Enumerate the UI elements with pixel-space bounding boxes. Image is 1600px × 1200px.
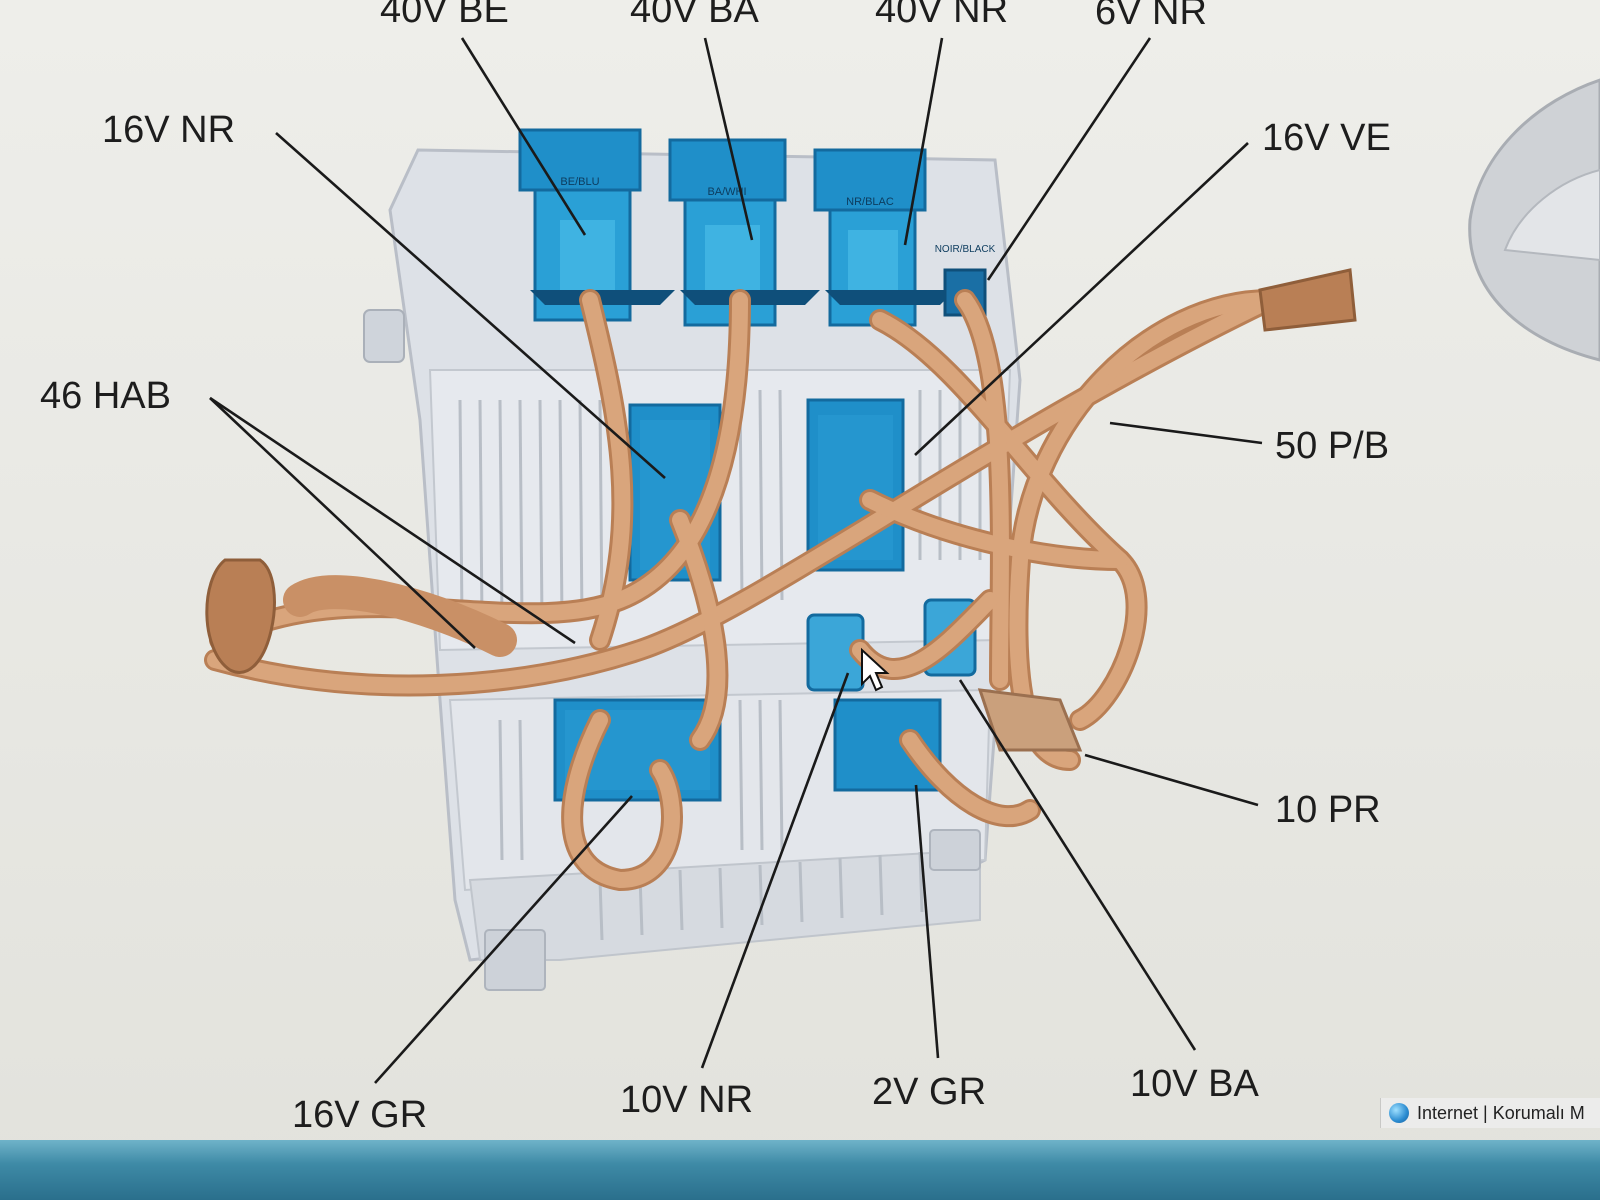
leader-2v-gr xyxy=(914,784,940,1059)
leader-50-pb xyxy=(1109,421,1263,445)
leader-40v-be xyxy=(460,37,587,236)
wire-harness xyxy=(204,268,1357,892)
internet-globe-icon xyxy=(1389,1103,1409,1123)
label-16v-ve: 16V VE xyxy=(1262,117,1391,159)
vehicle-thumbnail xyxy=(1468,78,1600,362)
leader-10v-ba xyxy=(958,679,1197,1051)
callout-labels: 40V BE 40V BA 40V NR 6V NR 16V NR 16V VE… xyxy=(40,0,1391,1136)
taskbar xyxy=(0,1140,1600,1200)
leader-10v-nr xyxy=(700,672,850,1069)
label-10-pr: 10 PR xyxy=(1275,789,1381,831)
label-6v-nr: 6V NR xyxy=(1095,0,1207,33)
connector-tag-1: BE/BLU xyxy=(560,176,599,188)
leader-40v-nr xyxy=(903,37,944,246)
label-46-hab: 46 HAB xyxy=(40,375,171,417)
label-16v-gr: 16V GR xyxy=(292,1094,427,1136)
connector-40v-nr: NR/BLAC xyxy=(813,148,955,327)
connector-40v-be: BE/BLU xyxy=(518,128,675,322)
leader-lines xyxy=(209,37,1263,1084)
browser-status-bar: Internet | Korumalı M xyxy=(1380,1098,1600,1128)
leader-16v-nr xyxy=(275,132,666,479)
label-16v-nr: 16V NR xyxy=(102,109,235,151)
leader-6v-nr xyxy=(986,37,1152,281)
label-40v-ba: 40V BA xyxy=(630,0,760,31)
cursor-icon xyxy=(861,647,890,692)
connector-tag-3: NR/BLAC xyxy=(846,196,894,208)
connector-40v-ba: BA/WHI xyxy=(668,138,820,327)
leader-40v-ba xyxy=(703,37,754,241)
leader-16v-gr xyxy=(374,795,633,1084)
connector-tag-4: NOIR/BLACK xyxy=(935,244,996,255)
leader-10-pr xyxy=(1084,753,1259,807)
leader-46-hab-b xyxy=(209,396,576,645)
label-40v-nr: 40V NR xyxy=(875,0,1008,31)
label-40v-be: 40V BE xyxy=(380,0,509,31)
leader-46-hab-a xyxy=(209,397,476,649)
status-text: Internet | Korumalı M xyxy=(1417,1102,1585,1123)
label-50-pb: 50 P/B xyxy=(1275,425,1389,467)
label-10v-ba: 10V BA xyxy=(1130,1063,1260,1105)
label-2v-gr: 2V GR xyxy=(872,1071,986,1113)
leader-16v-ve xyxy=(914,142,1249,456)
label-10v-nr: 10V NR xyxy=(620,1079,753,1121)
connector-tag-2: BA/WHI xyxy=(707,186,746,198)
